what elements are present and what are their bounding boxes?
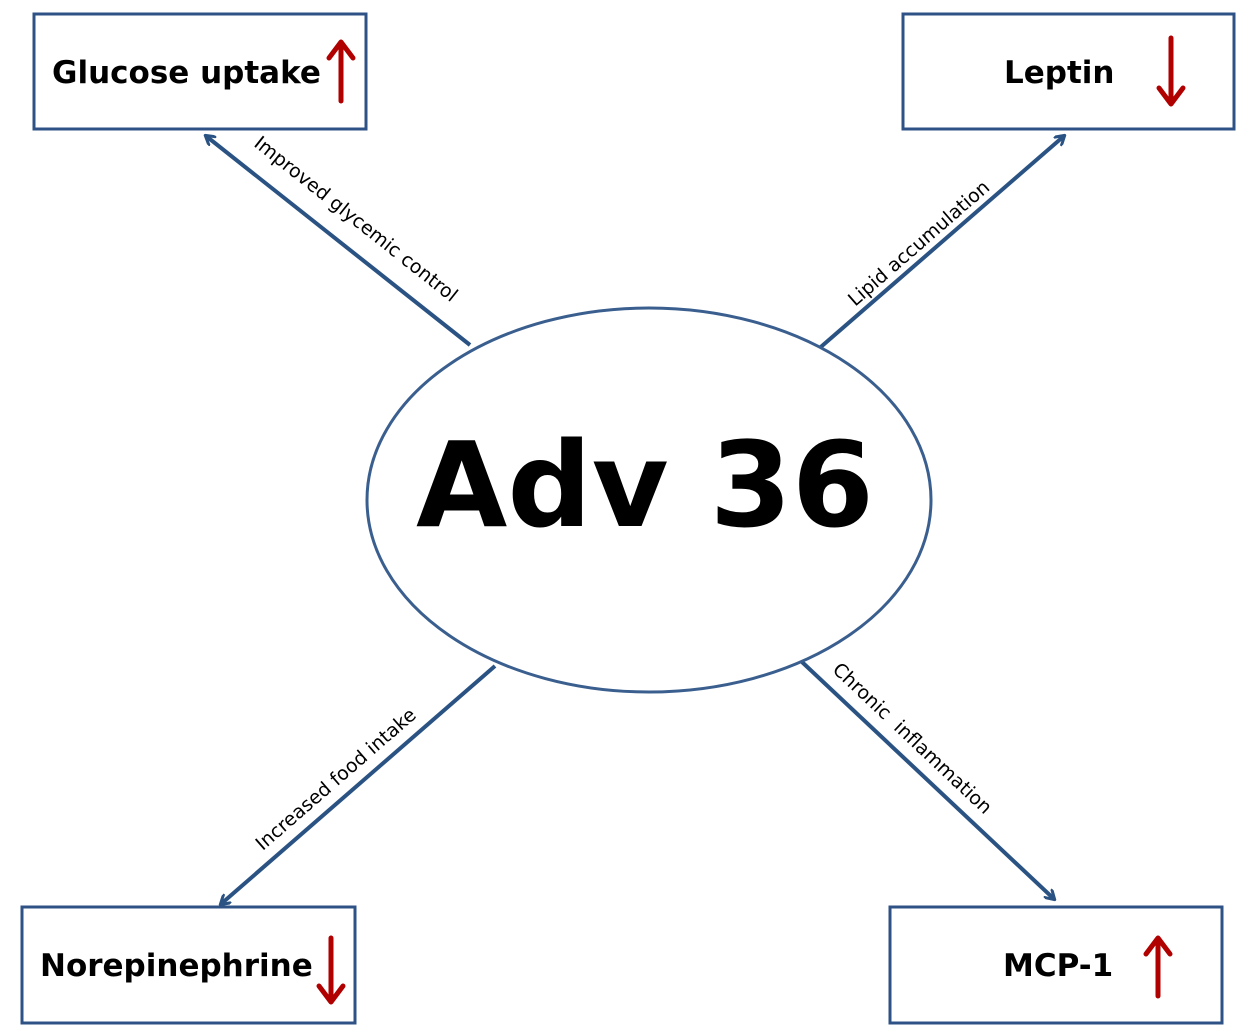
edge-label-glycemic: Improved glycemic control [250,132,462,306]
box-glucose-uptake-label: Glucose uptake [52,55,321,91]
box-glucose-uptake-frame [32,12,368,131]
box-norepinephrine: Norepinephrine [20,905,357,1025]
edge-food: Increased food intake [221,664,497,904]
edge-glycemic: Improved glycemic control [206,132,472,347]
edge-arrow-leptin [813,136,1064,354]
box-leptin-label: Leptin [1004,55,1114,91]
center-ellipse [365,306,933,694]
edge-arrow-glucose [206,136,472,347]
up-arrow-icon [326,39,356,104]
box-norepinephrine-frame [20,905,357,1025]
down-arrow-icon [316,935,346,1005]
box-norepinephrine-label: Norepinephrine [40,948,313,984]
box-leptin-frame [901,12,1236,131]
center-node: Adv 36 [365,306,933,694]
box-glucose-uptake: Glucose uptake [32,12,368,131]
edge-label-food: Increased food intake [251,704,420,855]
edge-inflammation: Chronic inflammation [800,659,1054,899]
edge-arrow-norepinephrine [221,664,497,904]
box-mcp1-label: MCP-1 [1003,948,1113,984]
box-mcp1: MCP-1 [888,905,1224,1025]
box-mcp1-frame [888,905,1224,1025]
edge-arrow-mcp1 [800,660,1054,899]
edge-lipid: Lipid accumulation [813,136,1064,354]
up-arrow-icon [1143,935,1173,999]
down-arrow-icon [1156,35,1186,107]
edge-label-inflammation: Chronic inflammation [828,659,996,819]
center-title: Adv 36 [416,416,874,554]
edge-label-lipid: Lipid accumulation [844,176,994,311]
box-leptin: Leptin [901,12,1236,131]
